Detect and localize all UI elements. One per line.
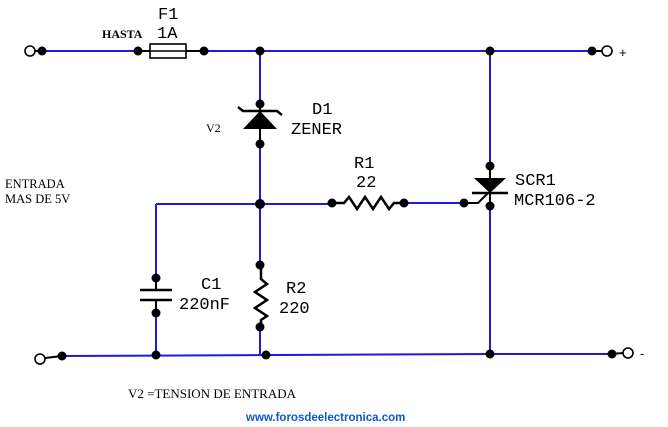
input-top-terminal <box>24 45 36 57</box>
website-label: www.forosdeelectronica.com <box>245 412 405 424</box>
zener-type-label: ZENER <box>291 121 342 140</box>
resistor-r1 <box>332 194 404 212</box>
minus-sign-label: - <box>640 346 644 361</box>
output-minus-terminal <box>622 347 634 359</box>
r1-name-label: R1 <box>354 155 374 174</box>
fuse-name-label: F1 <box>158 6 178 25</box>
plus-sign-label: + <box>619 45 627 60</box>
zener-triangle <box>243 111 277 129</box>
input-bottom-terminal <box>34 353 46 365</box>
r2-name-label: R2 <box>286 280 306 299</box>
zener-d1 <box>237 104 283 144</box>
r2-value-label: 220 <box>279 300 310 319</box>
junction-dots <box>37 46 617 361</box>
scr-gate <box>464 192 489 204</box>
zener-name-label: D1 <box>312 101 332 120</box>
c1-name-label: C1 <box>201 276 221 295</box>
scr-part-label: MCR106-2 <box>514 192 596 211</box>
zener-voltage-label: V2 <box>206 121 221 135</box>
r1-value-label: 22 <box>356 174 376 193</box>
bottom-wire <box>61 353 491 357</box>
output-plus-terminal <box>601 45 613 57</box>
resistor-r2 <box>252 265 270 327</box>
fuse-rating-label: 1A <box>157 25 178 44</box>
note-label: V2 =TENSION DE ENTRADA <box>128 386 297 401</box>
scr-triangle <box>474 178 506 193</box>
c1-value-label: 220nF <box>179 296 230 315</box>
scr1 <box>464 166 508 206</box>
fuse-f1 <box>138 43 204 59</box>
scr-name-label: SCR1 <box>515 172 556 191</box>
input-label-line2: MAS DE 5V <box>5 192 70 206</box>
fuse-prefix-label: HASTA <box>102 27 143 41</box>
input-label-line1: ENTRADA <box>5 177 65 191</box>
wires <box>42 50 612 357</box>
capacitor-c1 <box>140 278 172 313</box>
